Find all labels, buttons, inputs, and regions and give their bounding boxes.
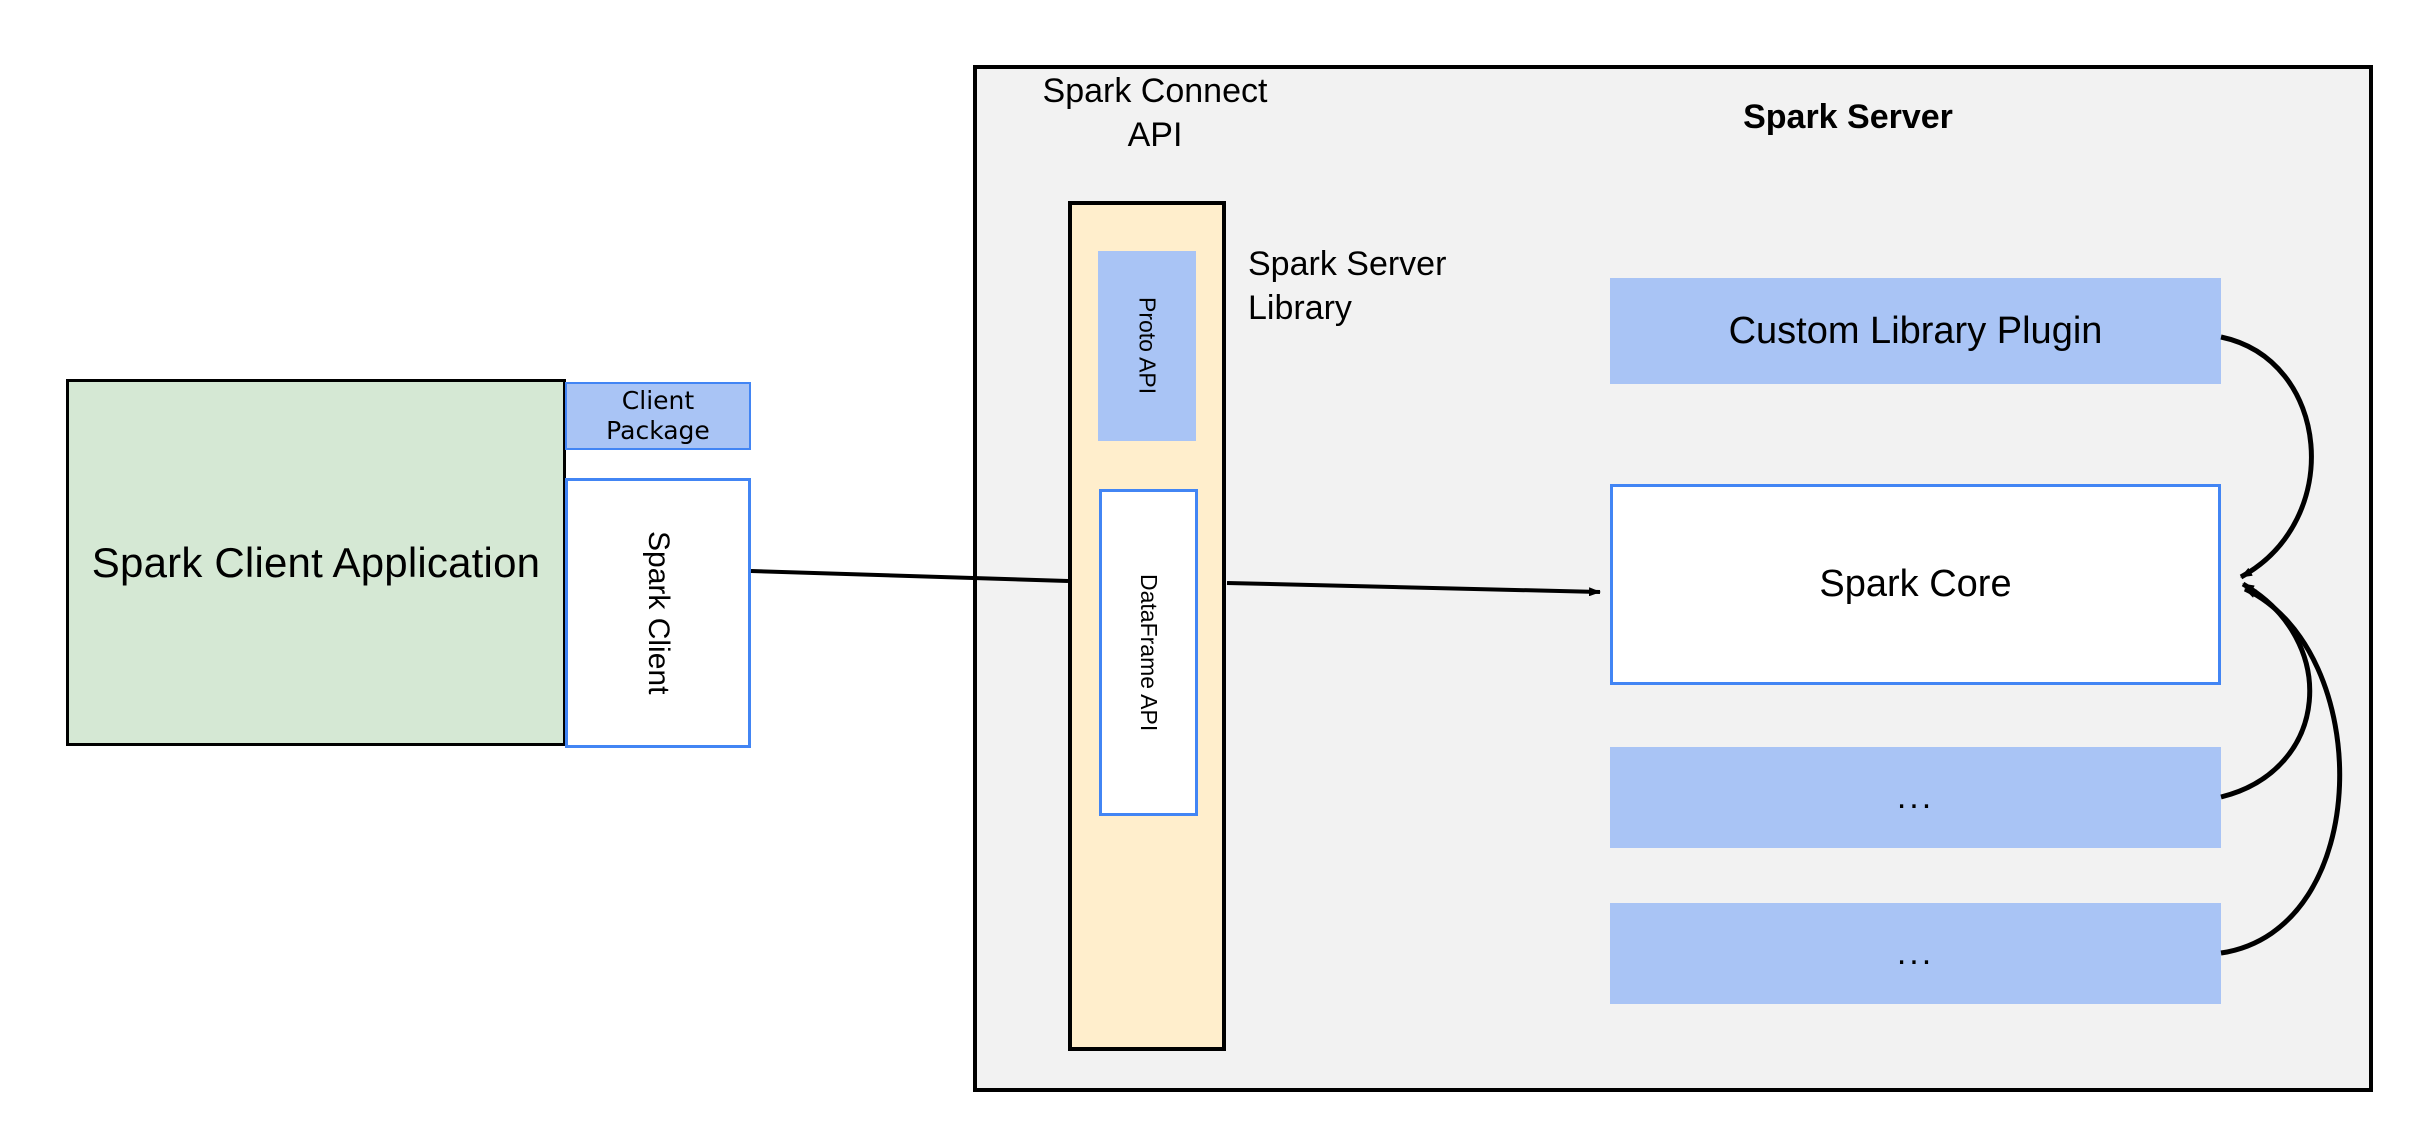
- client-package-box[interactable]: Client Package: [565, 382, 751, 450]
- spark-client-application-box[interactable]: Spark Client Application: [66, 379, 566, 746]
- spark-server-library-label: Spark Server Library: [1248, 245, 1447, 327]
- spark-client-label: Spark Client: [642, 531, 675, 695]
- custom-library-plugin-label: Custom Library Plugin: [1728, 309, 2103, 352]
- spark-server-title: Spark Server: [1743, 98, 1953, 136]
- dataframe-api-label: DataFrame API: [1136, 573, 1162, 732]
- ellipsis-box-1[interactable]: ...: [1610, 747, 2221, 848]
- spark-core-box[interactable]: Spark Core: [1610, 484, 2221, 685]
- spark-connect-api-label: Spark Connect API: [1042, 72, 1268, 154]
- ellipsis-label-2: ...: [1896, 934, 1935, 972]
- dataframe-api-box[interactable]: DataFrame API: [1099, 489, 1198, 816]
- client-package-label: Client Package: [606, 385, 710, 446]
- ellipsis-label-1: ...: [1896, 778, 1935, 816]
- spark-core-label: Spark Core: [1819, 563, 2012, 605]
- custom-library-plugin-box[interactable]: Custom Library Plugin: [1610, 278, 2221, 384]
- proto-api-box[interactable]: Proto API: [1098, 251, 1196, 441]
- proto-api-label: Proto API: [1134, 297, 1161, 395]
- ellipsis-box-2[interactable]: ...: [1610, 903, 2221, 1004]
- spark-client-application-label: Spark Client Application: [91, 538, 541, 586]
- spark-client-box[interactable]: Spark Client: [565, 478, 751, 748]
